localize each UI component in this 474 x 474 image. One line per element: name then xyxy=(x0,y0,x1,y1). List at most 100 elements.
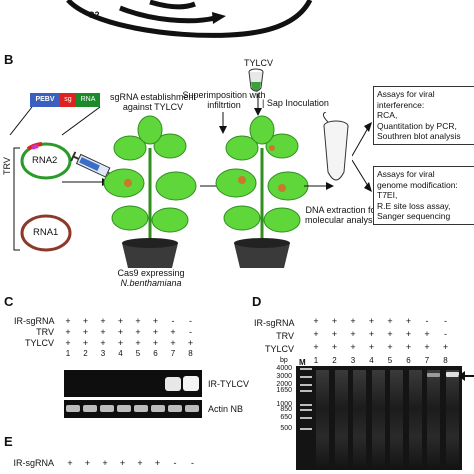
lane-smear xyxy=(445,370,459,466)
ladder-size-label: 650 xyxy=(280,414,292,421)
pebv-vector: PEBV sg RNA xyxy=(30,93,102,107)
trv-rna-circles xyxy=(13,142,72,252)
ladder-size-label: 1650 xyxy=(276,387,292,394)
panelC-lane-number: 1 xyxy=(65,349,71,358)
panelC-symbol: + xyxy=(100,327,106,337)
panelC-symbol: + xyxy=(170,327,176,337)
sg-block: sg xyxy=(60,93,76,107)
actin-band xyxy=(168,405,182,412)
panelD-band-arrow xyxy=(458,371,474,381)
panelC-row-label-tylcv: TYLCV xyxy=(24,338,54,348)
actin-band xyxy=(83,405,97,412)
lane-smear xyxy=(408,370,422,466)
panelC-gel-actin xyxy=(64,400,202,418)
actin-band xyxy=(117,405,131,412)
sgrna-establishment-text: sgRNA establishment against TYLCV xyxy=(109,92,197,112)
actin-band xyxy=(185,405,199,412)
down-arrow-sap xyxy=(254,94,262,116)
panelD-symbol: + xyxy=(350,316,356,326)
ladder-band xyxy=(300,404,312,406)
panelC-lane-number: 6 xyxy=(153,349,158,358)
panelC-symbol: + xyxy=(100,316,106,326)
ladder-band xyxy=(300,390,312,392)
panelC-symbol: - xyxy=(171,316,175,326)
panelC-symbol: + xyxy=(135,316,141,326)
panelD-lane-number: 5 xyxy=(387,356,393,365)
panelC-symbol: + xyxy=(82,338,89,348)
ladder-band xyxy=(300,368,312,370)
ladder-band xyxy=(300,428,312,430)
panelE-symbol: + xyxy=(84,458,91,468)
panelC-lane-number: 8 xyxy=(188,349,193,358)
panelD-row-label-irsgrna: IR-sgRNA xyxy=(254,318,295,328)
tylcv-tube-icon xyxy=(248,68,264,92)
assays-viral-interference-box: Assays for viral interference: RCA, Quan… xyxy=(373,86,474,145)
ladder-band xyxy=(300,409,312,411)
plant-1-illustration xyxy=(103,115,197,268)
panelC-lane-number: 2 xyxy=(83,349,88,358)
sap-bar: | xyxy=(262,98,267,108)
rna2-label: RNA2 xyxy=(32,155,58,166)
panelC-symbol: - xyxy=(189,327,192,337)
panel-letter-e: E xyxy=(4,434,13,449)
panelC-symbol: - xyxy=(189,316,192,326)
assay-gm-line-4: R.E site loss assay, xyxy=(377,200,451,211)
panelD-lane-number: 8 xyxy=(443,356,448,365)
gel-label-ir-tylcv: IR-TYLCV xyxy=(208,379,250,389)
panelD-symbol: + xyxy=(368,316,375,326)
ladder-band xyxy=(300,384,312,386)
plant-caption-line1: Cas9 expressing xyxy=(117,268,185,278)
ladder-size-label: 3000 xyxy=(276,373,292,380)
pebv-promoter: PEBV xyxy=(30,93,60,107)
assay-vi-line-1: Assays for viral xyxy=(377,89,435,99)
sap-inoculation-text: | Sap Inoculation xyxy=(262,98,329,108)
c2-arrowhead xyxy=(212,12,226,24)
panelD-symbol: + xyxy=(424,329,430,339)
assays-genome-mod-box: Assays for viral genome modification: T7… xyxy=(373,166,474,225)
panelD-symbol: + xyxy=(331,342,338,352)
c2-orf-arrow xyxy=(119,5,216,24)
c3-orf-arrow xyxy=(149,0,196,10)
ladder-band xyxy=(300,417,312,419)
panelC-gel-ir-tylcv xyxy=(64,370,202,397)
panelC-symbol: + xyxy=(82,316,89,326)
gel-label-actin: Actin NB xyxy=(208,404,244,414)
panelD-lane-number: 4 xyxy=(369,356,374,365)
panelD-symbol: - xyxy=(444,316,447,326)
panelD-symbol: - xyxy=(425,316,429,326)
band-lane-8 xyxy=(445,372,459,377)
panelC-symbol: + xyxy=(135,327,141,337)
plant-caption: Cas9 expressing N.benthamiana xyxy=(116,268,186,288)
panelC-symbol: + xyxy=(100,338,106,348)
panelC-symbol: + xyxy=(65,316,71,326)
ladder-band xyxy=(300,376,312,378)
assay-vi-line-2: interference: xyxy=(377,99,425,110)
panel-letter-b: B xyxy=(4,52,14,67)
actin-band xyxy=(66,405,80,412)
panelD-symbol: + xyxy=(424,342,430,352)
plant-2-illustration xyxy=(215,115,309,268)
plant-caption-line2: N.benthamiana xyxy=(120,278,182,288)
panelE-symbol: + xyxy=(137,458,143,468)
genome-circle-arc xyxy=(66,0,313,38)
arrow-plant2-to-dna xyxy=(304,182,334,190)
eppendorf-tube-icon xyxy=(322,112,349,181)
ladder-size-label: 1000 xyxy=(276,401,292,408)
panelD-symbol: + xyxy=(368,342,375,352)
panelD-symbol: + xyxy=(313,316,319,326)
panel-letter-d: D xyxy=(252,294,262,309)
panelE-symbol: + xyxy=(102,458,108,468)
panelD-symbol: + xyxy=(350,342,356,352)
dna-extraction-text: DNA extraction for molecular analysis xyxy=(304,205,380,225)
band-lane-8 xyxy=(183,376,199,391)
panelD-symbol: + xyxy=(313,329,319,339)
lane-smear xyxy=(390,370,403,466)
assay-gm-line-5: Sanger sequencing xyxy=(377,211,451,221)
panelC-symbol: + xyxy=(117,316,124,326)
lane-smear xyxy=(316,370,329,466)
panelD-row-label-trv: TRV xyxy=(276,331,294,341)
panelC-lane-number: 4 xyxy=(118,349,123,358)
panelC-symbol: + xyxy=(82,327,89,337)
panelC-symbol: + xyxy=(117,327,124,337)
panelD-lane-number: 1 xyxy=(313,356,319,365)
